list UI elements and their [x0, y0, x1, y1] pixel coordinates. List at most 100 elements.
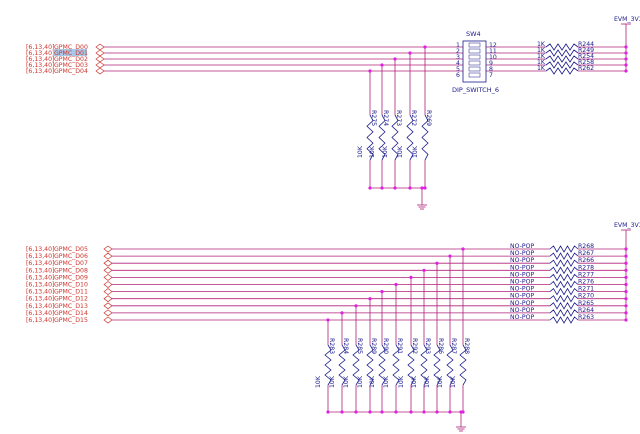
switch-pin-right: 10 [489, 54, 497, 61]
bottom-net-label-name: GPMC_D14 [54, 310, 88, 317]
pullup-value: 1K [537, 65, 546, 72]
pullup-value: NO-POP [510, 257, 535, 264]
pullup-value: NO-POP [510, 307, 535, 314]
switch-part: DIP_SWITCH_6 [452, 86, 499, 94]
pulldown-resistor [378, 114, 386, 161]
top-net-label-ref: [6,13,40] [26, 68, 54, 75]
bottom-net-label-ref: [6,13,40] [26, 274, 54, 281]
dip-switch-lever [468, 72, 481, 78]
bottom-net-label-ref: [6,13,40] [26, 246, 54, 253]
pulldown-ref: R284 [342, 338, 349, 354]
net-highlight [53, 49, 87, 56]
pulldown-value: 10K [424, 375, 431, 388]
pulldown-resistor [338, 344, 346, 386]
switch-pin-right: 12 [489, 42, 497, 49]
pulldown-ref: R292 [411, 338, 418, 354]
pullup-value: NO-POP [510, 300, 535, 307]
bottom-net-label-name: GPMC_D11 [54, 289, 88, 296]
top-net-label-ref: [6,13,40] [26, 62, 54, 69]
junction-dot [448, 254, 452, 258]
junction-dot [448, 410, 452, 414]
pulldown-value: 10K [411, 375, 418, 388]
junction-dot [624, 45, 628, 49]
bottom-net-label-name: GPMC_D09 [54, 274, 88, 281]
pullup-ref: R264 [578, 307, 594, 314]
nopop-resistor [549, 245, 579, 253]
pulldown-value: 10K [357, 145, 364, 158]
pulldown-value: 10K [343, 375, 350, 388]
pullup-resistor [545, 67, 579, 75]
dip-switch-lever [468, 42, 481, 48]
pullup-ref: R254 [578, 53, 594, 60]
switch-pin-left: 6 [456, 72, 460, 79]
net-port-flag [95, 61, 105, 69]
nopop-resistor [549, 309, 579, 317]
bottom-net-label-name: GPMC_D07 [54, 260, 88, 267]
pulldown-ref: R272 [410, 110, 417, 126]
junction-dot [394, 282, 398, 287]
pullup-value: NO-POP [510, 271, 535, 278]
junction-dot [420, 186, 424, 190]
junction-dot [393, 57, 397, 61]
junction-dot [380, 63, 384, 67]
top-net-label-ref: [6,13,40] [26, 56, 54, 63]
top-net-label-ref: [6,13,40] [26, 50, 54, 57]
pulldown-ref: R273 [395, 110, 402, 126]
switch-pin-right: 9 [489, 60, 493, 67]
pulldown-value: 10K [398, 375, 405, 388]
junction-dot [422, 268, 426, 272]
net-port-flag [103, 281, 113, 288]
junction-dot [624, 297, 628, 301]
junction-dot [435, 410, 439, 414]
pulldown-resistor [433, 344, 441, 386]
bottom-net-label-ref: [6,13,40] [26, 267, 54, 274]
junction-dot [409, 410, 413, 414]
bottom-net-label-name: GPMC_D10 [54, 282, 88, 289]
pulldown-ref: R293 [424, 338, 431, 354]
nopop-resistor [549, 316, 579, 324]
junction-dot [624, 261, 628, 265]
switch-pin-left: 4 [456, 60, 460, 67]
junction-dot [423, 45, 427, 49]
bottom-net-label-ref: [6,13,40] [26, 310, 54, 317]
net-port-flag [103, 309, 113, 317]
net-port-flag [103, 266, 113, 274]
junction-dot [354, 304, 358, 308]
pullup-value: NO-POP [510, 250, 535, 257]
pullup-ref: R249 [578, 47, 594, 54]
switch-pin-left: 2 [456, 48, 460, 55]
pulldown-value: 10K [383, 375, 390, 388]
top-net-label-name: GPMC_D02 [54, 56, 88, 63]
switch-pin-right: 7 [489, 72, 493, 79]
switch-ref: SW4 [466, 30, 481, 38]
junction-dot [368, 186, 372, 190]
junction-dot [624, 304, 628, 308]
junction-dot [624, 57, 628, 61]
junction-dot [624, 311, 628, 315]
pulldown-ref: R283 [328, 338, 335, 354]
pulldown-resistor [366, 344, 374, 386]
pulldown-ref: R288 [463, 338, 470, 354]
pullup-ref: R276 [578, 279, 594, 286]
bottom-net-label-ref: [6,13,40] [26, 253, 54, 260]
pullup-value: 1K [537, 47, 546, 54]
top-net-label-name: GPMC_D03 [54, 62, 88, 69]
pulldown-ref: R290 [382, 338, 389, 354]
junction-dot [423, 186, 427, 190]
pullup-ref: R265 [578, 300, 594, 307]
bottom-net-label-ref: [6,13,40] [26, 282, 54, 289]
net-port-flag [95, 55, 105, 63]
nopop-resistor [549, 273, 579, 282]
switch-pin-right: 11 [489, 48, 497, 55]
pullup-value: NO-POP [510, 264, 535, 271]
junction-dot [624, 254, 628, 258]
bottom-net-label-ref: [6,13,40] [26, 303, 54, 310]
pulldown-ref: R269 [425, 110, 432, 126]
pulldown-ref: R291 [396, 338, 403, 354]
net-port-flag [103, 259, 113, 267]
junction-dot [408, 186, 412, 190]
pulldown-resistor [446, 344, 454, 386]
pulldown-ref: R287 [450, 338, 457, 354]
